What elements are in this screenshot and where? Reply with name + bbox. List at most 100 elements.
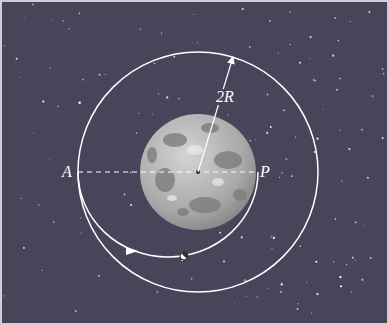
star [266, 132, 268, 134]
star [341, 180, 342, 181]
star [173, 56, 175, 58]
star [234, 303, 235, 304]
point-label: A [62, 164, 72, 180]
star [271, 248, 272, 249]
star [340, 285, 342, 287]
star [227, 114, 228, 115]
point-label: P [260, 164, 270, 180]
star [371, 95, 373, 97]
star [178, 98, 179, 99]
star [281, 172, 282, 173]
orbit-direction-arrow [126, 247, 138, 255]
star [50, 68, 52, 70]
star [283, 109, 285, 111]
star [315, 261, 317, 263]
star [250, 140, 252, 142]
star [355, 259, 356, 260]
star [80, 217, 81, 218]
satellite [180, 252, 188, 260]
star [130, 204, 132, 206]
star [269, 20, 271, 22]
star [3, 295, 4, 296]
star [20, 77, 21, 78]
stars [3, 4, 384, 314]
star [338, 40, 339, 41]
star [267, 288, 268, 289]
star [242, 8, 244, 10]
star [279, 177, 280, 178]
star [266, 94, 268, 96]
star [42, 100, 44, 102]
star [279, 288, 281, 290]
star [99, 74, 101, 76]
star [299, 245, 301, 247]
star [82, 78, 84, 80]
star [289, 12, 290, 13]
star [256, 296, 258, 298]
star [336, 89, 338, 91]
major-axis [78, 172, 256, 173]
star [79, 13, 81, 15]
star [166, 96, 168, 98]
star [273, 237, 275, 239]
star [364, 225, 365, 226]
star [352, 257, 354, 259]
star [193, 13, 195, 15]
star [335, 218, 337, 220]
star [333, 261, 334, 262]
star [306, 281, 308, 283]
star [348, 148, 350, 150]
star [197, 42, 198, 43]
star [158, 93, 159, 94]
star [370, 257, 372, 259]
star [361, 279, 363, 281]
star [309, 57, 311, 59]
star [290, 44, 291, 45]
star [4, 45, 5, 46]
star [281, 283, 283, 285]
star [311, 312, 312, 313]
star [285, 158, 287, 160]
star [367, 21, 369, 23]
star [280, 291, 282, 293]
star [297, 308, 299, 310]
star [32, 4, 34, 6]
star [23, 247, 25, 249]
star [241, 236, 243, 238]
star [34, 37, 36, 39]
star [105, 74, 106, 75]
planet-craters [147, 123, 247, 216]
star [382, 137, 384, 139]
star [33, 132, 34, 133]
star [355, 221, 357, 223]
star [246, 295, 248, 297]
star [383, 73, 385, 75]
star [152, 113, 153, 114]
star [254, 139, 256, 141]
star [75, 310, 77, 312]
star [98, 275, 100, 277]
star [24, 17, 26, 19]
star [124, 193, 126, 195]
star [41, 270, 42, 271]
star [332, 55, 334, 57]
star [154, 63, 156, 65]
star [316, 138, 318, 140]
planet-highlights [167, 145, 224, 201]
star [138, 113, 139, 114]
star [140, 28, 141, 29]
satellite-shade [181, 252, 188, 259]
star [291, 175, 293, 177]
star [57, 106, 59, 108]
circular-orbit [78, 52, 318, 292]
star [53, 221, 55, 223]
star [38, 204, 39, 205]
star [48, 158, 50, 160]
star [368, 11, 370, 13]
star [346, 264, 347, 265]
star [351, 291, 352, 292]
star [161, 103, 163, 105]
